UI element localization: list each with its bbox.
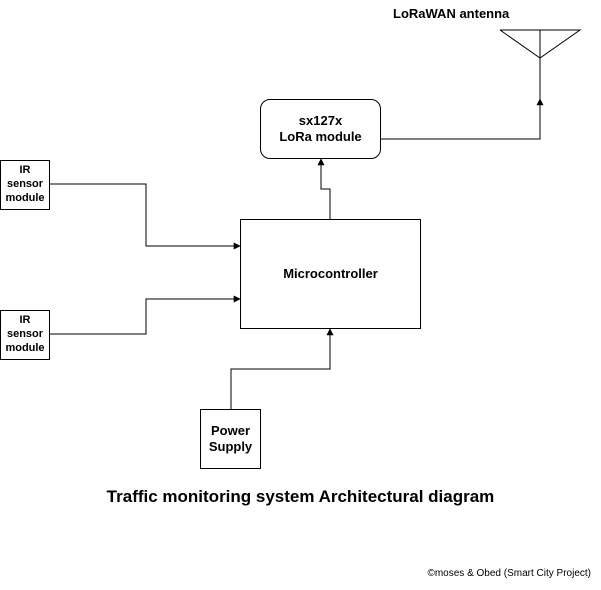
lora-module-line1: sx127x [298,112,343,128]
arrow-mcu-to-lora [317,158,331,219]
microcontroller-box: Microcontroller [240,219,421,329]
diagram-title: Traffic monitoring system Architectural … [106,487,495,506]
lora-module-line2: LoRa module [279,129,362,144]
antenna-label: LoRaWAN antenna [393,6,510,21]
ir-top-line3: module [5,191,45,204]
ir-bottom-line3: module [5,341,45,354]
ir-sensor-top-box: IR sensor module [0,160,50,210]
power-supply-box: Power Supply [200,409,261,469]
ir-bottom-line1: IR [19,314,31,327]
arrow-ir-top-to-mcu [50,183,241,250]
arrow-ir-bottom-to-mcu [50,295,241,335]
arrow-lora-to-antenna [381,98,544,140]
microcontroller-label: Microcontroller [283,265,378,281]
antenna-icon [499,29,582,99]
ir-bottom-line2: sensor [6,328,44,341]
lora-module-box: sx127x LoRa module [260,99,381,159]
arrow-power-to-mcu [230,328,334,409]
ir-top-line2: sensor [6,178,44,191]
ir-sensor-bottom-box: IR sensor module [0,310,50,360]
power-supply-line2: Supply [208,439,253,454]
power-supply-line1: Power [210,422,250,438]
credit-text: ©moses & Obed (Smart City Project) [427,568,591,579]
ir-top-line1: IR [19,164,31,177]
